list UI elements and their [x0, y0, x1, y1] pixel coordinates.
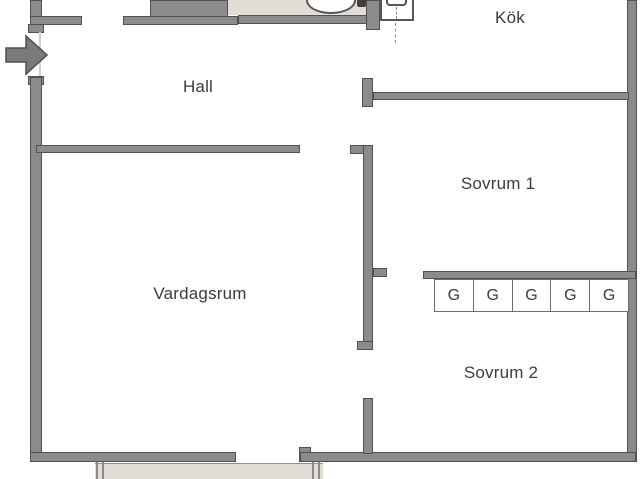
wall-kok-sovrum1 — [373, 92, 629, 100]
wardrobe-row: G G G G G — [434, 279, 629, 312]
room-label-sovrum1: Sovrum 1 — [460, 174, 536, 193]
wall-central-cap-bottom — [357, 341, 373, 350]
wardrobe-cell: G — [589, 279, 629, 312]
entry-arrow-icon — [4, 34, 50, 76]
wall-kitchen-door-jamb — [362, 78, 373, 107]
balcony-frame-right — [312, 462, 320, 479]
wall-central-upper — [363, 145, 373, 350]
wall-central-lower — [363, 398, 373, 454]
wall-left-main — [30, 77, 42, 462]
wardrobe-cell: G — [472, 279, 513, 312]
room-label-sovrum2: Sovrum 2 — [463, 363, 539, 382]
room-label-hall: Hall — [182, 77, 214, 96]
kitchen-counter-divider — [396, 7, 397, 19]
wall-bottom-right — [300, 452, 636, 462]
appliance-outline — [395, 23, 396, 43]
room-label-vardagsrum: Vardagsrum — [153, 284, 247, 303]
wall-bottom-left — [30, 452, 236, 462]
kitchen-sink-basin-icon — [386, 0, 407, 6]
wall-top-flange — [123, 16, 238, 25]
wall-top-c — [238, 15, 374, 24]
wall-top-block — [150, 0, 228, 17]
wall-top-a — [30, 16, 82, 25]
wall-wardrobe-bar — [423, 271, 636, 279]
wardrobe-cell: G — [511, 279, 552, 312]
balcony-floor — [95, 463, 323, 479]
wall-hall-vardagsrum — [36, 145, 300, 153]
balcony-frame-left — [96, 462, 104, 479]
wall-central-stub — [373, 268, 387, 277]
toilet-flush-icon — [357, 0, 366, 7]
wardrobe-cell: G — [434, 279, 474, 312]
wall-right — [627, 0, 637, 462]
wall-entry-jamb-top — [28, 24, 44, 33]
wardrobe-cell: G — [550, 279, 591, 312]
wall-kitchen-vertical — [366, 0, 380, 30]
room-label-kok: Kök — [495, 8, 525, 27]
